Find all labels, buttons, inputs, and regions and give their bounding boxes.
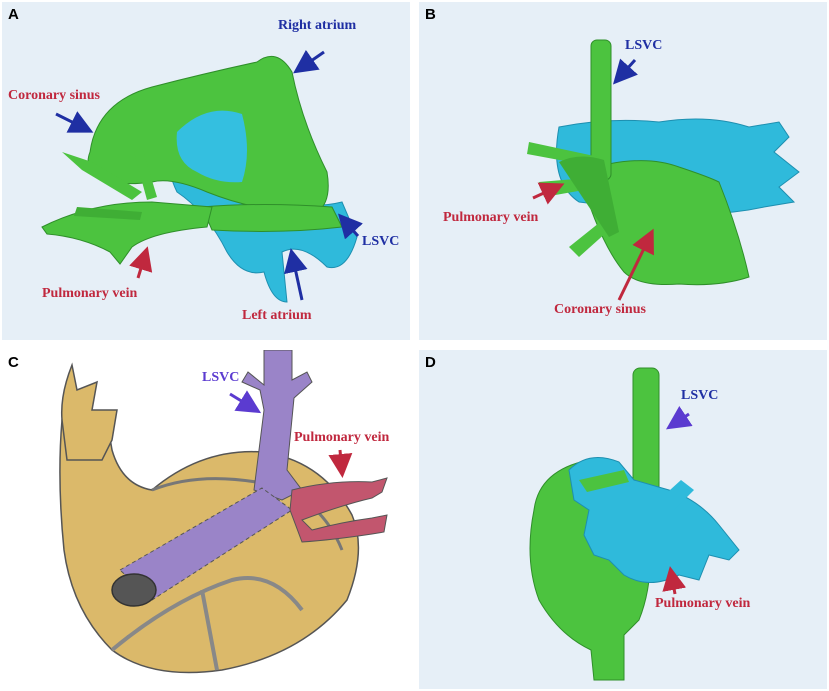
panel-a-letter: A: [8, 6, 19, 23]
arrow-left-atrium: [284, 248, 308, 301]
panel-c-arrows: [229, 390, 353, 478]
label-pulmonary-vein: Pulmonary vein: [42, 286, 138, 301]
panel-d-letter: D: [425, 354, 436, 371]
panel-c-letter: C: [8, 354, 19, 371]
label-pulmonary-vein: Pulmonary vein: [655, 596, 751, 611]
arrow-lsvc: [666, 406, 693, 430]
panel-d-arrows: [662, 406, 693, 595]
panel-a-illustration: [41, 55, 358, 303]
arrow-coronary-sinus: [617, 228, 654, 301]
arrow-pulmonary-vein: [532, 182, 565, 205]
panel-b: B LSVC Pulmonary vein Coronary sinus: [419, 2, 827, 340]
arrow-lsvc: [338, 213, 363, 240]
label-lsvc: LSVC: [625, 38, 663, 53]
panel-b-letter: B: [425, 6, 436, 23]
label-lsvc: LSVC: [681, 388, 719, 403]
arrow-right-atrium: [293, 49, 325, 74]
panel-a-arrows: [55, 49, 363, 301]
label-right-atrium: Right atrium: [278, 18, 357, 33]
arrow-lsvc: [229, 390, 262, 414]
arrow-pulmonary-vein: [328, 449, 353, 478]
arrow-pulmonary-vein: [129, 246, 153, 279]
label-coronary-sinus: Coronary sinus: [8, 88, 100, 103]
panel-b-illustration: [527, 39, 800, 286]
panel-d-illustration: [529, 367, 740, 681]
arrow-lsvc: [612, 58, 638, 85]
label-left-atrium: Left atrium: [242, 308, 312, 323]
panel-d: D LSVC Pulmonary vein: [419, 350, 827, 689]
label-pulmonary-vein: Pulmonary vein: [443, 210, 539, 225]
panel-a: A Right atrium Coronary sinus LSVC Pulmo…: [2, 2, 410, 340]
label-coronary-sinus: Coronary sinus: [554, 302, 646, 317]
arrow-coronary-sinus: [55, 111, 94, 133]
panel-b-arrows: [532, 58, 654, 301]
panel-c-illustration: [59, 350, 388, 674]
label-lsvc: LSVC: [202, 370, 240, 385]
arrow-pulmonary-vein: [662, 566, 687, 595]
label-pulmonary-vein: Pulmonary vein: [294, 430, 390, 445]
label-lsvc: LSVC: [362, 234, 400, 249]
panel-c: C LSVC Pulmonary vein: [2, 350, 410, 689]
